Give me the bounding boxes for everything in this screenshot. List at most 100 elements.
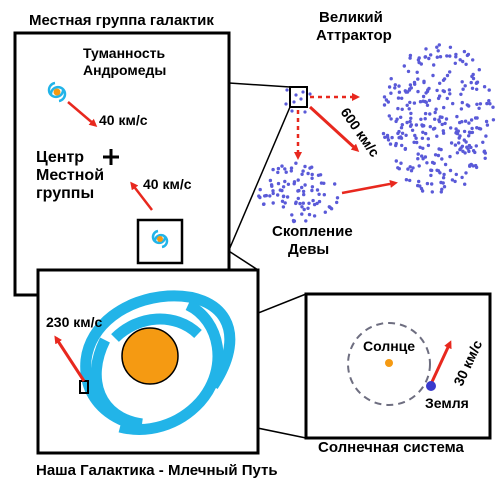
galaxy-dot <box>399 126 404 130</box>
galaxy-dot <box>469 145 473 150</box>
galaxy-dot <box>308 166 312 170</box>
galaxy-dot <box>400 131 405 135</box>
galaxy-dot <box>435 88 439 93</box>
galaxy-dot <box>268 194 272 198</box>
galaxy-dot <box>440 115 444 120</box>
galaxy-dot <box>418 100 423 104</box>
galaxy-dot <box>463 84 467 88</box>
galaxy-dot <box>414 136 418 140</box>
galaxy-dot <box>286 182 291 186</box>
galaxy-dot <box>445 96 449 101</box>
galaxy-dot <box>448 154 452 159</box>
galaxy-dot <box>458 58 462 62</box>
galaxy-dot <box>463 182 467 186</box>
galaxy-dot <box>409 86 413 90</box>
galaxy-dot <box>470 126 474 131</box>
galaxy-dot <box>429 53 433 57</box>
galaxy-dot <box>421 146 425 150</box>
galaxy-dot <box>485 101 489 106</box>
galaxy-dot <box>310 176 314 180</box>
galaxy-dot <box>423 111 428 116</box>
galaxy-dot <box>413 133 417 138</box>
galaxy-dot <box>310 185 315 189</box>
galaxy-dot <box>428 112 432 116</box>
galaxy-dot <box>296 189 300 193</box>
galaxy-dot <box>450 178 455 182</box>
galaxy-dot <box>335 200 339 205</box>
galaxy-dot <box>409 169 414 173</box>
milkyway-mini-spiral-icon <box>151 229 169 249</box>
galaxy-dot <box>385 133 390 138</box>
earth-velocity-arrow <box>429 340 452 385</box>
galaxy-dot <box>404 133 408 137</box>
galaxy-dot <box>381 131 386 136</box>
galaxy-dot <box>475 80 480 84</box>
galaxy-dot <box>478 102 483 106</box>
galaxy-dot <box>423 155 428 159</box>
galaxy-dot <box>426 143 431 148</box>
galaxy-dot <box>461 59 465 64</box>
galaxy-dot <box>296 196 300 201</box>
galaxy-dot <box>445 73 450 78</box>
galaxy-dot <box>396 96 401 100</box>
attractor-speed-label: 600 км/с <box>338 105 384 160</box>
galaxy-dot <box>276 170 280 175</box>
galaxy-dot <box>487 99 491 103</box>
galaxy-dot <box>393 86 397 90</box>
great-attractor-dot-cloud <box>381 43 496 194</box>
galaxy-dot <box>414 123 419 127</box>
galaxy-dot <box>323 210 327 214</box>
galaxy-dot <box>473 116 478 120</box>
galaxy-dot <box>412 101 417 105</box>
galaxy-dot <box>443 121 447 126</box>
galaxy-dot <box>424 91 428 95</box>
galaxy-dot <box>442 172 446 177</box>
galaxy-dot <box>317 192 321 196</box>
galaxy-dot <box>427 98 432 103</box>
galaxy-dot <box>423 117 427 121</box>
galaxy-dot <box>383 135 387 139</box>
galactic-core <box>121 327 179 385</box>
galaxy-dot <box>430 182 434 186</box>
galaxy-dot <box>430 168 434 173</box>
galaxy-dot <box>470 86 475 91</box>
center-label-2: Местной <box>36 167 104 184</box>
galaxy-dot <box>298 201 302 206</box>
galaxy-dot <box>475 87 479 92</box>
galaxy-dot <box>407 88 412 92</box>
galaxy-dot <box>436 49 440 53</box>
galaxy-dot <box>283 167 287 171</box>
galaxy-dot <box>389 117 393 121</box>
galaxy-dot <box>416 77 420 81</box>
galaxy-dot <box>301 189 306 194</box>
galaxy-dot <box>280 188 284 193</box>
galaxy-dot <box>408 124 413 128</box>
galaxy-dot <box>468 163 472 167</box>
galaxy-dot <box>433 117 437 121</box>
galaxy-dot <box>474 144 478 148</box>
galaxy-dot <box>469 118 474 122</box>
galaxy-dot <box>461 87 465 91</box>
galaxy-dot <box>307 201 311 205</box>
galaxy-dot <box>296 178 300 182</box>
galaxy-dot <box>406 69 411 74</box>
galaxy-dot <box>276 193 280 197</box>
galaxy-dot <box>406 167 410 171</box>
galaxy-dot <box>271 167 275 172</box>
galaxy-dot <box>449 126 453 130</box>
milky-way-title: Наша Галактика - Млечный Путь <box>36 462 278 479</box>
galaxy-dot <box>403 146 408 151</box>
galaxy-dot <box>467 121 471 125</box>
galaxy-dot <box>405 120 409 125</box>
galaxy-dot <box>420 189 425 193</box>
galaxy-dot <box>397 90 402 94</box>
galaxy-dot <box>300 185 304 190</box>
galaxy-dot <box>460 120 464 124</box>
galaxy-dot <box>311 198 315 203</box>
galaxy-dot <box>270 184 274 188</box>
galaxy-dot <box>416 183 420 188</box>
virgo-cluster-dot-cloud <box>257 161 340 224</box>
galaxy-dot <box>475 102 479 107</box>
